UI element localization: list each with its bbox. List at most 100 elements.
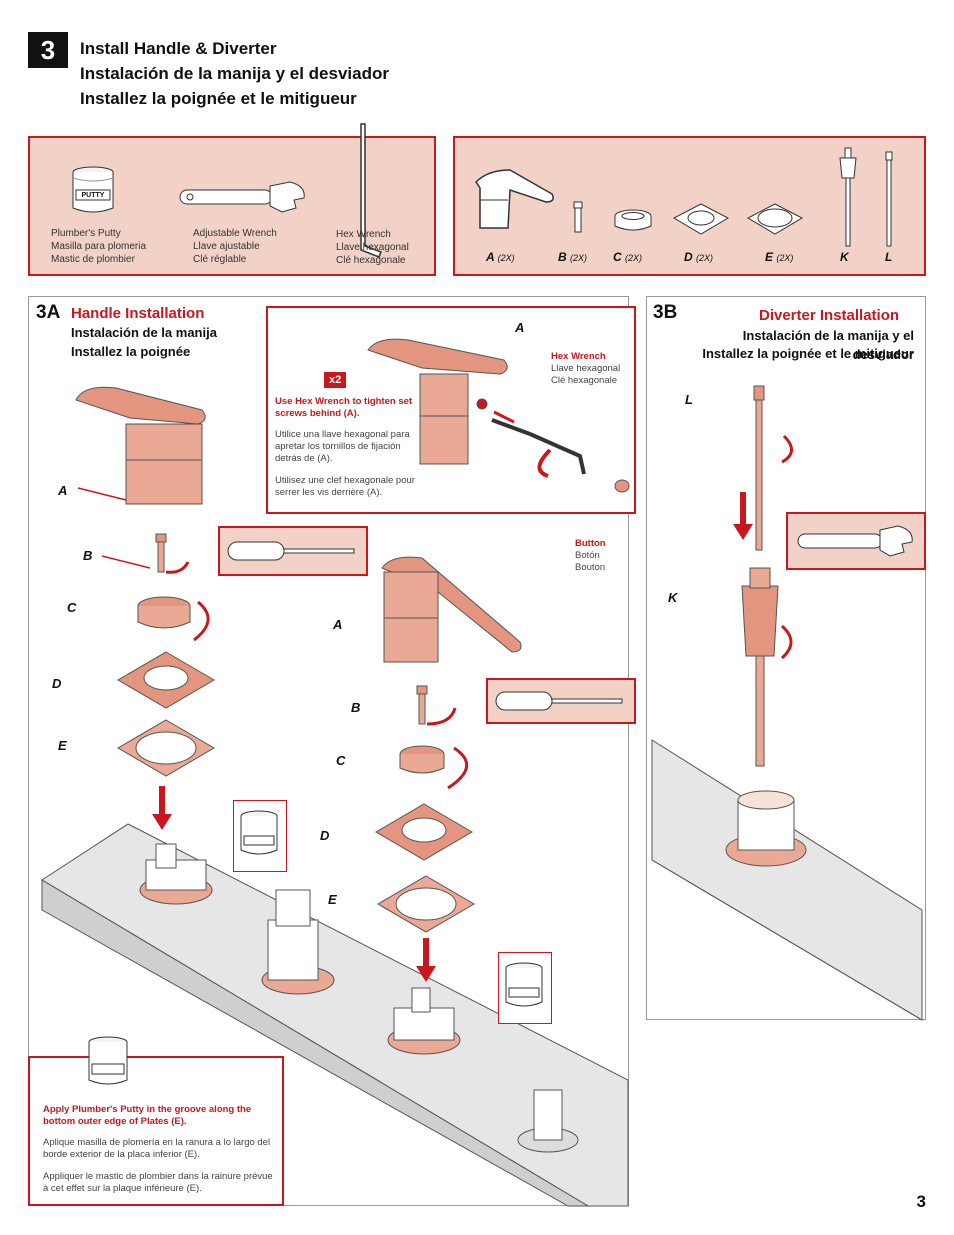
handle-a-illustration-left [75, 386, 206, 505]
diverter-illustration [741, 385, 793, 767]
part-label-b: B (2X) [558, 250, 587, 264]
label-d-left: D [52, 676, 62, 691]
hex-label-fr: Clé hexagonale [551, 375, 618, 386]
putty-jar-icon [88, 1036, 128, 1085]
section-3b-subtitle-es: Instalación de la manija y el desviador [742, 328, 914, 362]
tool-caption-putty: Plumber's Putty Masilla para plomeria Ma… [51, 227, 146, 266]
section-3a-frame [28, 296, 629, 1206]
putty-jar-icon [505, 962, 543, 1007]
label-b-left: B [83, 548, 93, 563]
screwdriver-icon [495, 691, 623, 711]
label-d-right: D [320, 828, 330, 843]
part-qty: (2X) [776, 253, 794, 263]
section-3b-frame [646, 296, 926, 1020]
step-title-fr: Installez la poignée et le mitigueur [80, 89, 357, 108]
screw-b-illustration-right [416, 685, 457, 726]
plate-part-icon [672, 203, 730, 235]
callout-instruction-en: Use Hex Wrench to tighten set screws beh… [275, 396, 413, 419]
tool-name-fr: Mastic de plombier [51, 254, 135, 265]
putty-note-es: Aplique masilla de plomería en la ranura… [43, 1137, 271, 1160]
step-title-es: Instalación de la manija y el desviador [80, 64, 389, 83]
diverter-deck-illustration [651, 739, 923, 1021]
tool-name-en: Hex Wrench [336, 229, 391, 240]
tool-name-fr: Clé réglable [193, 254, 247, 265]
part-letter: L [885, 250, 893, 264]
nut-c-illustration-right [399, 745, 468, 790]
leader-line [101, 555, 151, 569]
tool-name-fr: Clé hexagonale [336, 255, 406, 266]
label-c-left: C [67, 600, 77, 615]
part-letter: C [613, 250, 622, 264]
section-3a-title: Handle Installation [71, 305, 205, 322]
step-title-en: Install Handle & Diverter [80, 39, 277, 58]
adjustable-wrench-icon [797, 525, 913, 557]
button-label-es: Botón [575, 550, 600, 561]
diverter-cartridge-part-icon [839, 147, 857, 247]
part-label-e: E (2X) [765, 250, 793, 264]
adjustable-wrench-icon [179, 181, 305, 213]
label-e-right: E [328, 892, 337, 907]
leader-line [77, 487, 127, 501]
plate-d-illustration-right [375, 803, 473, 861]
hex-label-en: Hex Wrench [551, 351, 606, 362]
step-number-badge: 3 [28, 32, 68, 68]
tool-name-en: Adjustable Wrench [193, 228, 277, 239]
plate-d-illustration-left [117, 651, 215, 709]
tool-caption-wrench: Adjustable Wrench Llave ajustable Clé ré… [193, 227, 277, 266]
page-number: 3 [916, 1192, 926, 1211]
label-b-right: B [351, 700, 361, 715]
label-l: L [685, 392, 693, 407]
part-label-a: A (2X) [486, 250, 515, 264]
handle-a-illustration-right [381, 556, 522, 663]
nut-part-icon [614, 209, 652, 231]
label-a-left: A [58, 483, 68, 498]
tool-name-es: Llave ajustable [193, 241, 260, 252]
plate-e-illustration-left [117, 719, 215, 777]
section-3b-subtitle-fr: Installez la poignée et le mitigueur [702, 346, 914, 361]
handle-part-icon [475, 169, 554, 229]
label-k: K [668, 590, 678, 605]
putty-jar-icon [240, 810, 278, 855]
button-label: Button Botón Bouton [575, 538, 606, 574]
part-letter: A [486, 250, 495, 264]
section-3a-number: 3A [36, 302, 61, 323]
tool-name-en: Plumber's Putty [51, 228, 121, 239]
part-letter: K [840, 250, 849, 264]
part-qty: (2X) [625, 253, 643, 263]
tool-caption-hex: Hex Wrench Llave hexagonal Clé hexagonal… [336, 228, 409, 267]
part-qty: (2X) [696, 253, 714, 263]
nut-c-illustration-left [137, 596, 210, 642]
callout-instruction-fr: Utilisez une clef hexagonale pour serrer… [275, 475, 415, 498]
part-label-d: D (2X) [684, 250, 713, 264]
putty-note-fr: Appliquer le mastic de plombier dans la … [43, 1171, 273, 1194]
section-3a-subtitle-es: Instalación de la manija [71, 325, 217, 340]
down-arrow-icon [152, 786, 172, 830]
hex-label-es: Llave hexagonal [551, 363, 621, 374]
section-3b-title: Diverter Installation [759, 307, 900, 324]
putty-jar-icon [72, 166, 114, 213]
screw-b-illustration-left [155, 533, 190, 574]
hex-wrench-label: Hex Wrench Llave hexagonal Clé hexagonal… [551, 351, 620, 387]
part-letter: B [558, 250, 567, 264]
quantity-badge: x2 [324, 372, 347, 388]
faucet-deck-illustration [41, 823, 629, 1207]
part-qty: (2X) [570, 253, 588, 263]
down-arrow-icon [733, 492, 753, 540]
section-3a-subtitle-fr: Installez la poignée [71, 344, 191, 359]
label-c-right: C [336, 753, 346, 768]
part-label-l: L [885, 250, 892, 264]
screwdriver-icon [227, 541, 355, 561]
label-e-left: E [58, 738, 67, 753]
base-plate-part-icon [746, 203, 804, 235]
hex-wrench-icon [360, 123, 382, 258]
tool-name-es: Llave hexagonal [336, 242, 409, 253]
button-label-fr: Bouton [575, 562, 606, 573]
tool-name-es: Masilla para plomeria [51, 241, 147, 252]
down-arrow-icon [416, 938, 436, 982]
putty-jar-label: PUTTY [81, 192, 105, 199]
plate-e-illustration-right [377, 875, 475, 933]
part-qty: (2X) [497, 253, 515, 263]
diverter-stem-part-icon [885, 151, 893, 247]
label-a-callout: A [515, 320, 525, 335]
part-label-k: K [840, 250, 849, 264]
